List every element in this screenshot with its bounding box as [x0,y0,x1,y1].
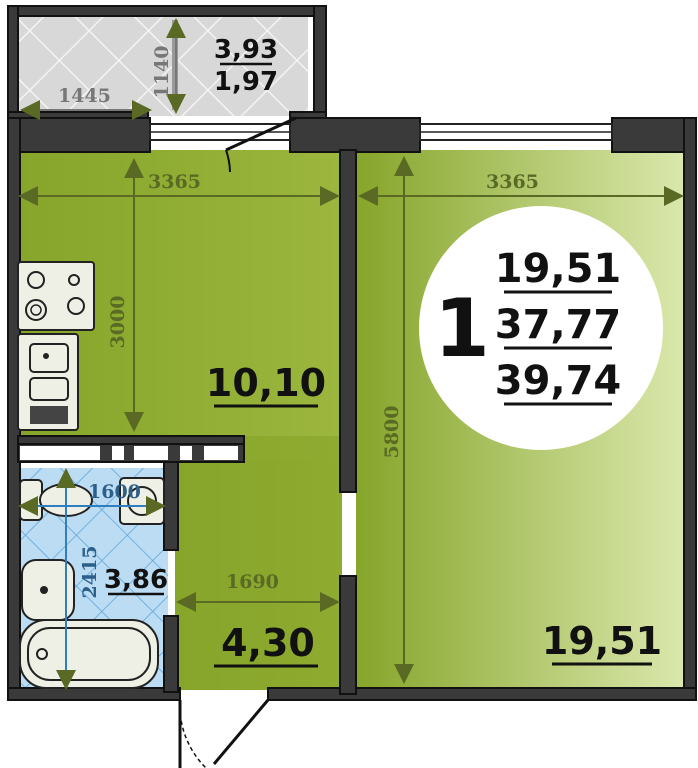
bathroom-depth-label: 2415 [79,546,101,599]
kitchen-area: 10,10 [206,361,326,405]
bathtub-icon [19,619,159,689]
summary-living-area: 19,51 [495,246,622,292]
toilet-icon [19,479,93,521]
hallway-area: 4,30 [221,621,315,665]
dimension-lines [18,18,684,684]
living-room-width-label: 3365 [486,171,539,193]
stove-icon [17,261,95,331]
summary-total-area: 37,77 [495,302,622,348]
entrance-door [178,699,270,768]
balcony-door [225,116,297,173]
hallway-width-label: 1690 [226,571,279,593]
hallway-floor [175,460,342,690]
balcony-width-label: 1445 [58,85,111,107]
bathroom-dimension-lines [18,468,166,690]
room-count: 1 [434,282,490,375]
living-room-depth-label: 5800 [381,406,403,459]
balcony-area-reduced: 1,97 [214,67,278,97]
summary-total-area-with-balcony: 39,74 [495,358,622,404]
kitchen-depth-label: 3000 [107,296,129,349]
bathroom-area: 3,86 [104,565,168,595]
apartment-summary-badge: 1 19,51 37,77 39,74 [419,206,663,450]
kitchen-sink-icon [17,333,79,431]
bathroom-width-label: 1600 [88,481,141,503]
living-room-area: 19,51 [542,619,662,663]
balcony-area-total: 3,93 [214,35,278,65]
kitchen-width-label: 3365 [148,171,201,193]
balcony-depth-label: 1140 [151,46,173,99]
